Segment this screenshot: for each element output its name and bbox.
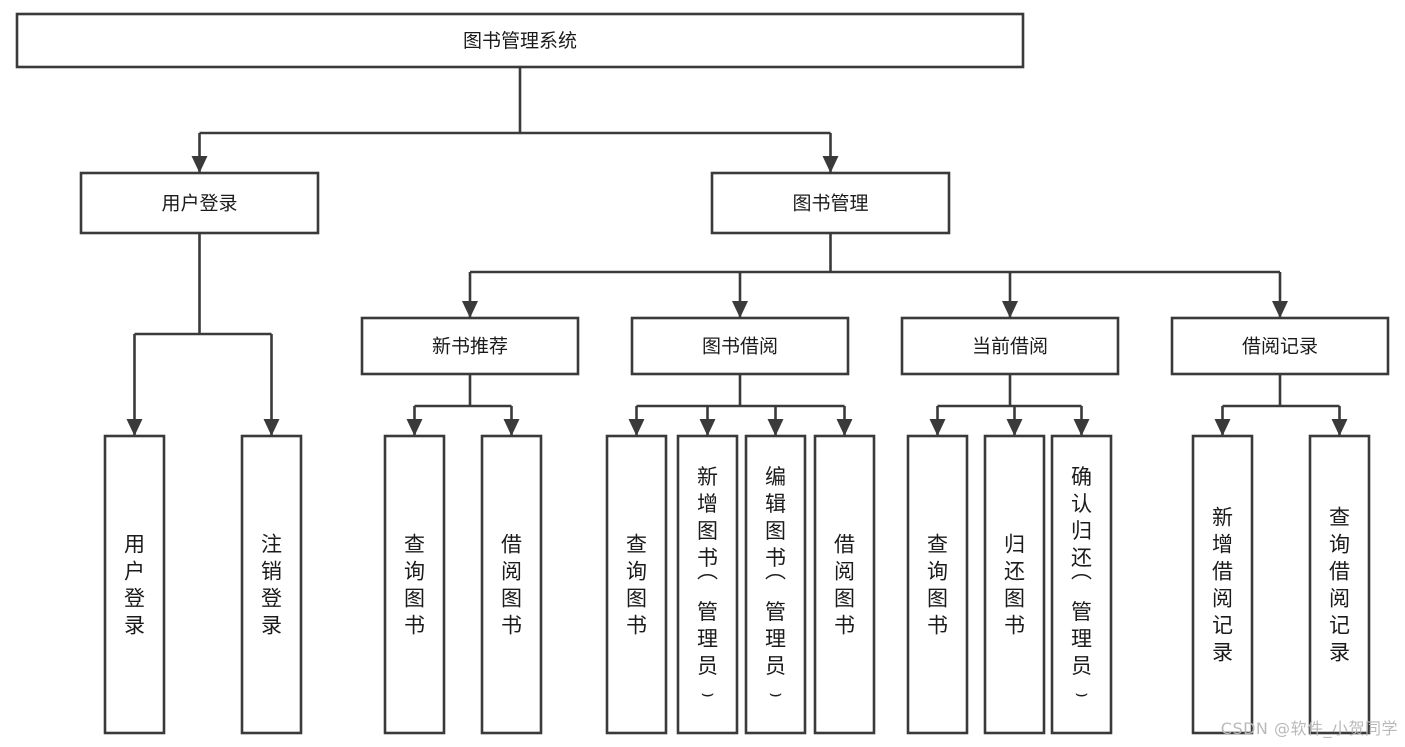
node-box-rect <box>630 316 850 376</box>
node-label: 借阅记录 <box>1242 336 1318 358</box>
node-label-vertical: 借阅图书 <box>834 533 855 638</box>
node-label-vertical: 新增图书⌒管理员⌣ <box>697 465 718 705</box>
node-label: 图书借阅 <box>702 336 778 358</box>
node-group-13[interactable]: 当前借阅 <box>900 316 1120 376</box>
arrow-head-icon <box>191 156 208 173</box>
node-box-rect <box>103 434 166 735</box>
node-leaf-18[interactable]: 新增借阅记录 <box>1191 434 1254 735</box>
node-label: 新书推荐 <box>432 336 508 358</box>
arrow-head-icon <box>767 419 784 436</box>
node-boxes-layer: 图书管理系统用户登录用户登录注销登录图书管理新书推荐查询图书借阅图书图书借阅查询… <box>15 12 1390 735</box>
arrow-head-icon <box>1272 301 1288 318</box>
node-box-rect <box>813 434 876 735</box>
node-label: 图书管理系统 <box>463 30 577 52</box>
node-group-4[interactable]: 图书管理 <box>710 171 951 235</box>
node-group-1[interactable]: 用户登录 <box>79 171 320 235</box>
arrow-head-icon <box>503 419 520 436</box>
arrow-head-icon <box>1002 301 1018 318</box>
node-label-vertical: 查询图书 <box>626 533 647 638</box>
node-box-rect <box>676 434 739 735</box>
node-label: 用户登录 <box>161 193 237 215</box>
node-box-rect <box>360 316 580 376</box>
node-group-5[interactable]: 新书推荐 <box>360 316 580 376</box>
arrow-head-icon <box>1006 419 1023 436</box>
node-leaf-2[interactable]: 用户登录 <box>103 434 166 735</box>
node-box-rect <box>744 434 807 735</box>
arrow-head-icon <box>126 419 143 436</box>
node-label-vertical: 查询图书 <box>927 533 948 638</box>
node-leaf-15[interactable]: 归还图书 <box>983 434 1046 735</box>
arrow-head-icon <box>732 301 748 318</box>
node-label: 当前借阅 <box>972 336 1048 358</box>
node-group-17[interactable]: 借阅记录 <box>1170 316 1390 376</box>
node-box-rect <box>79 171 320 235</box>
node-label-vertical: 编辑图书⌒管理员⌣ <box>765 465 786 705</box>
node-leaf-7[interactable]: 借阅图书 <box>480 434 543 735</box>
node-box-rect <box>710 171 951 235</box>
arrow-head-icon <box>836 419 853 436</box>
arrow-head-icon <box>406 419 423 436</box>
node-leaf-9[interactable]: 查询图书 <box>605 434 668 735</box>
arrow-head-icon <box>929 419 946 436</box>
arrow-head-icon <box>1073 419 1090 436</box>
node-group-8[interactable]: 图书借阅 <box>630 316 850 376</box>
arrow-head-icon <box>1214 419 1231 436</box>
node-leaf-16[interactable]: 确认归还⌒管理员⌣ <box>1050 434 1113 735</box>
node-box-rect <box>1308 434 1371 735</box>
node-label-vertical: 查询图书 <box>404 533 425 638</box>
node-box-rect <box>15 12 1025 69</box>
node-box-rect <box>1170 316 1390 376</box>
arrow-head-icon <box>699 419 716 436</box>
node-box-rect <box>906 434 969 735</box>
node-box-rect <box>1050 434 1113 735</box>
connector-edges-layer <box>126 67 1348 436</box>
node-box-rect <box>240 434 303 735</box>
node-leaf-14[interactable]: 查询图书 <box>906 434 969 735</box>
node-label-vertical: 用户登录 <box>124 533 145 638</box>
arrow-head-icon <box>822 156 839 173</box>
arrow-head-icon <box>628 419 645 436</box>
csdn-watermark: CSDN @软件_小贺同学 <box>1221 719 1398 739</box>
node-leaf-10[interactable]: 新增图书⌒管理员⌣ <box>676 434 739 735</box>
node-label-vertical: 注销登录 <box>261 533 282 638</box>
node-box-rect <box>605 434 668 735</box>
node-box-rect <box>900 316 1120 376</box>
node-group-0[interactable]: 图书管理系统 <box>15 12 1025 69</box>
node-label-vertical: 借阅图书 <box>501 533 522 638</box>
node-box-rect <box>480 434 543 735</box>
node-label-vertical: 确认归还⌒管理员⌣ <box>1071 465 1092 705</box>
node-leaf-19[interactable]: 查询借阅记录 <box>1308 434 1371 735</box>
arrow-head-icon <box>263 419 280 436</box>
node-leaf-12[interactable]: 借阅图书 <box>813 434 876 735</box>
node-leaf-6[interactable]: 查询图书 <box>383 434 446 735</box>
arrow-head-icon <box>462 301 478 318</box>
node-box-rect <box>1191 434 1254 735</box>
node-box-rect <box>983 434 1046 735</box>
node-label-vertical: 查询借阅记录 <box>1329 506 1350 665</box>
arrow-head-icon <box>1331 419 1348 436</box>
node-leaf-3[interactable]: 注销登录 <box>240 434 303 735</box>
node-box-rect <box>383 434 446 735</box>
node-leaf-11[interactable]: 编辑图书⌒管理员⌣ <box>744 434 807 735</box>
node-label: 图书管理 <box>792 193 868 215</box>
node-label-vertical: 归还图书 <box>1004 533 1025 638</box>
node-label-vertical: 新增借阅记录 <box>1212 506 1233 665</box>
